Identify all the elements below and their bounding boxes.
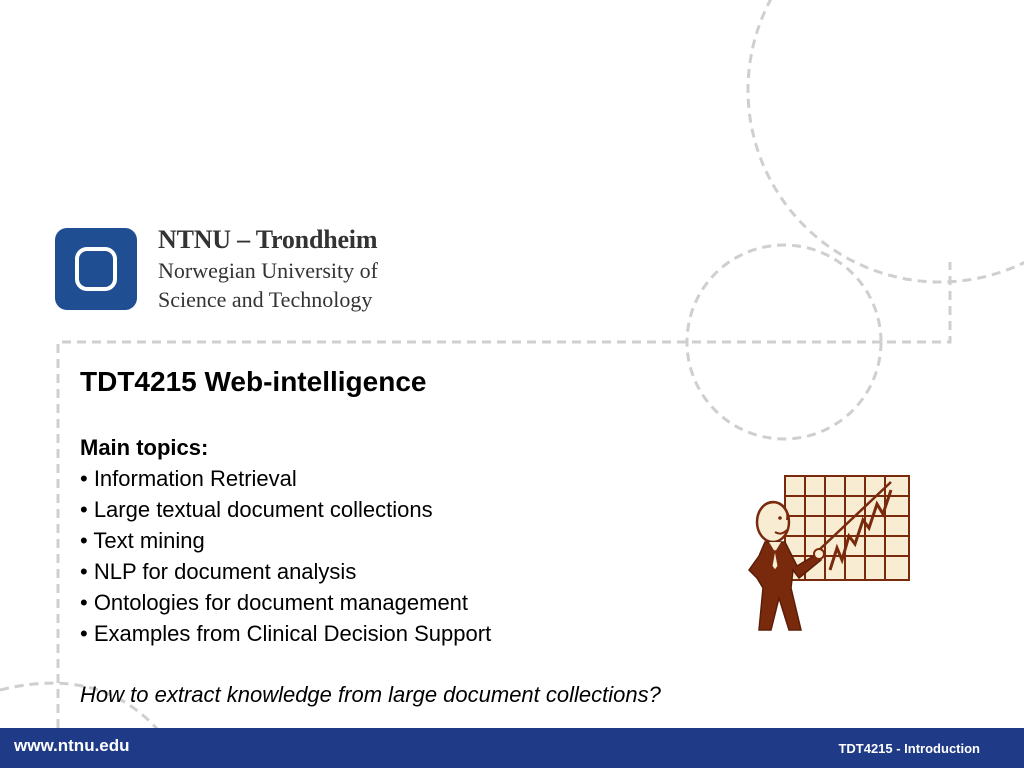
topic-item: • Text mining [80,528,205,553]
topic-item: • Ontologies for document management [80,590,469,615]
footer-url: www.ntnu.edu [14,736,130,755]
guiding-question: How to extract knowledge from large docu… [80,682,661,707]
topic-item: • Examples from Clinical Decision Suppor… [80,621,492,646]
topics-list: • Information Retrieval • Large textual … [80,463,780,649]
topic-item: • Large textual document collections [80,497,433,522]
slide-content: TDT4215 Web-intelligence Main topics: • … [80,362,780,710]
footer-slide-label: TDT4215 - Introduction [838,741,980,756]
topic-item: • Information Retrieval [80,466,297,491]
institution-title: NTNU – Trondheim [158,225,378,254]
institution-line-1: Norwegian University of [158,258,378,283]
presenter-with-rising-chart-icon [748,475,910,631]
topic-item: • NLP for document analysis [80,559,357,584]
institution-line-2: Science and Technology [158,287,373,312]
institution-name: NTNU – Trondheim Norwegian University of… [158,224,378,314]
footer-bar: www.ntnu.edu TDT4215 - Introduction [0,728,1024,768]
slide-title: TDT4215 Web-intelligence [80,366,427,397]
topics-heading: Main topics: [80,435,209,460]
ntnu-logo-icon [55,228,137,310]
